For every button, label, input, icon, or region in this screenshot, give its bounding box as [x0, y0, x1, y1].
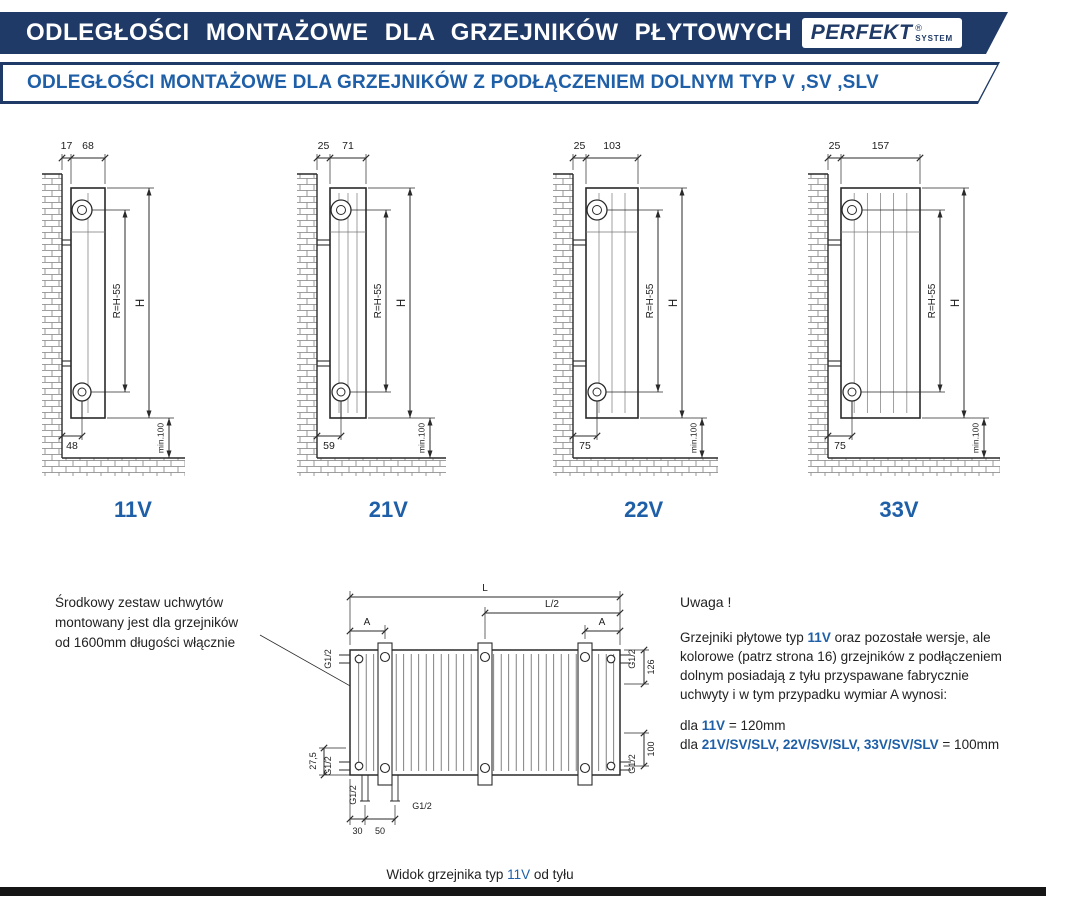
svg-text:H: H	[668, 299, 680, 307]
svg-text:75: 75	[579, 440, 591, 452]
rear-dims-right: G1/2 126 G1/2 100	[624, 646, 656, 774]
note-left-line-1: Środkowy zestaw uchwytów	[55, 595, 224, 610]
dim-label-g12-top-right: G1/2	[627, 649, 637, 669]
note-right-line-6: dla 21V/SV/SLV, 22V/SV/SLV, 33V/SV/SLV =…	[680, 735, 1070, 754]
svg-text:17: 17	[61, 140, 73, 152]
note-right-title: Uwaga !	[680, 594, 732, 610]
dim-label-g12-top-left: G1/2	[323, 649, 333, 669]
svg-text:min.100: min.100	[417, 423, 427, 454]
svg-text:48: 48	[66, 440, 78, 452]
dim-label-g12-stub-right: G1/2	[412, 801, 432, 811]
rear-dims-top: L L/2 A A	[346, 583, 624, 645]
brand-sub-block: ® SYSTEM	[915, 24, 953, 43]
note-text-segment: uchwyty i w tym przypadku wymiar A wynos…	[680, 687, 948, 702]
svg-text:R=H-55: R=H-55	[645, 283, 656, 318]
note-text-segment: kolorowe (patrz strona 16) grzejników z …	[680, 649, 1002, 664]
diagram-type-label-11v: 11V	[114, 497, 152, 522]
svg-text:25: 25	[829, 140, 841, 152]
svg-text:68: 68	[82, 140, 94, 152]
note-right-line-4: uchwyty i w tym przypadku wymiar A wynos…	[680, 685, 1070, 704]
svg-text:103: 103	[603, 140, 621, 152]
note-right-line-1: Grzejniki płytowe typ 11V oraz pozostałe…	[680, 628, 1070, 647]
dim-label-A-right: A	[599, 617, 606, 628]
svg-text:71: 71	[342, 140, 354, 152]
svg-text:25: 25	[318, 140, 330, 152]
dim-label-g12-stub-left: G1/2	[348, 785, 358, 805]
rear-caption-suffix: od tyłu	[530, 867, 574, 882]
dim-label-30: 30	[352, 826, 362, 836]
brand-name: PERFEKT	[810, 21, 913, 44]
registered-mark-icon: ®	[915, 22, 922, 33]
rear-caption-prefix: Widok grzejnika typ	[386, 867, 508, 882]
dim-label-L: L	[482, 583, 488, 594]
svg-text:157: 157	[872, 140, 890, 152]
svg-text:H: H	[135, 299, 147, 307]
svg-text:min.100: min.100	[970, 423, 980, 454]
note-accent-11v-dim: 11V	[701, 718, 726, 733]
svg-text:25: 25	[573, 140, 585, 152]
note-accent-11v: 11V	[807, 630, 831, 645]
rear-caption-type: 11V	[507, 867, 531, 882]
dim-label-g12-bottom-left: G1/2	[323, 756, 333, 776]
note-text-segment: oraz pozostałe wersje, ale	[830, 630, 991, 645]
svg-text:H: H	[396, 299, 408, 307]
rear-dims-bottom: 30 50 G1/2 G1/2	[346, 775, 432, 836]
svg-text:min.100: min.100	[156, 423, 166, 454]
note-left: Środkowy zestaw uchwytów montowany jest …	[55, 593, 238, 653]
dim-label-A-left: A	[364, 617, 371, 628]
note-text-segment: dla	[680, 737, 702, 752]
note-text-segment: dolnym posiadają z tyłu przyspawane fabr…	[680, 668, 969, 683]
diagram-type-label-21v: 21V	[368, 497, 408, 522]
note-text-segment: = 120mm	[725, 718, 786, 733]
svg-text:min.100: min.100	[688, 423, 698, 454]
dim-label-L2: L/2	[545, 599, 559, 610]
note-accent-types-dim: 21V/SV/SLV, 22V/SV/SLV, 33V/SV/SLV	[701, 737, 939, 752]
diagram-type-label-22v: 22V	[624, 497, 664, 522]
svg-text:59: 59	[323, 440, 335, 452]
note-right-line-3: dolnym posiadają z tyłu przyspawane fabr…	[680, 666, 1070, 685]
page-title: ODLEGŁOŚCI MONTAŻOWE DLA GRZEJNIKÓW PŁYT…	[26, 19, 793, 46]
svg-text:R=H-55: R=H-55	[373, 283, 384, 318]
note-text-segment: = 100mm	[938, 737, 1000, 752]
dim-label-50: 50	[375, 826, 385, 836]
bottom-black-bar	[0, 887, 1046, 896]
note-right: Uwaga ! Grzejniki płytowe typ 11V oraz p…	[680, 593, 1070, 754]
note-text-segment: dla	[680, 718, 702, 733]
dim-label-100: 100	[646, 741, 656, 756]
sub-header-banner: ODLEGŁOŚCI MONTAŻOWE DLA GRZEJNIKÓW Z PO…	[0, 62, 1000, 104]
svg-text:H: H	[950, 299, 962, 307]
note-left-line-2: montowany jest dla grzejników	[55, 615, 239, 630]
rear-dims-left: G1/2 G1/2 27,5	[308, 649, 350, 779]
svg-text:R=H-55: R=H-55	[927, 283, 938, 318]
diagram-type-label-33v: 33V	[879, 497, 919, 522]
brand-subtitle: SYSTEM	[915, 33, 953, 43]
dim-label-27-5: 27,5	[308, 752, 318, 770]
note-text-segment: Grzejniki płytowe typ	[680, 630, 808, 645]
note-right-line-2: kolorowe (patrz strona 16) grzejników z …	[680, 647, 1070, 666]
dim-label-g12-bottom-right: G1/2	[627, 754, 637, 774]
rear-brackets	[377, 642, 593, 786]
svg-text:R=H-55: R=H-55	[112, 283, 123, 318]
rear-caption: Widok grzejnika typ 11V od tyłu	[280, 867, 680, 882]
note-right-line-5: dla 11V = 120mm	[680, 716, 1070, 735]
main-header-banner: ODLEGŁOŚCI MONTAŻOWE DLA GRZEJNIKÓW PŁYT…	[0, 12, 1008, 54]
rear-view-diagram: L L/2 A A	[308, 583, 656, 836]
sub-header-inner: ODLEGŁOŚCI MONTAŻOWE DLA GRZEJNIKÓW Z PO…	[3, 65, 997, 101]
dim-label-126: 126	[646, 659, 656, 674]
svg-text:75: 75	[834, 440, 846, 452]
brand-logo: PERFEKT ® SYSTEM	[802, 18, 962, 48]
sub-header-title: ODLEGŁOŚCI MONTAŻOWE DLA GRZEJNIKÓW Z PO…	[27, 72, 879, 93]
note-left-line-3: od 1600mm długości włącznie	[55, 635, 236, 650]
bottom-section: Środkowy zestaw uchwytów montowany jest …	[0, 545, 1072, 890]
